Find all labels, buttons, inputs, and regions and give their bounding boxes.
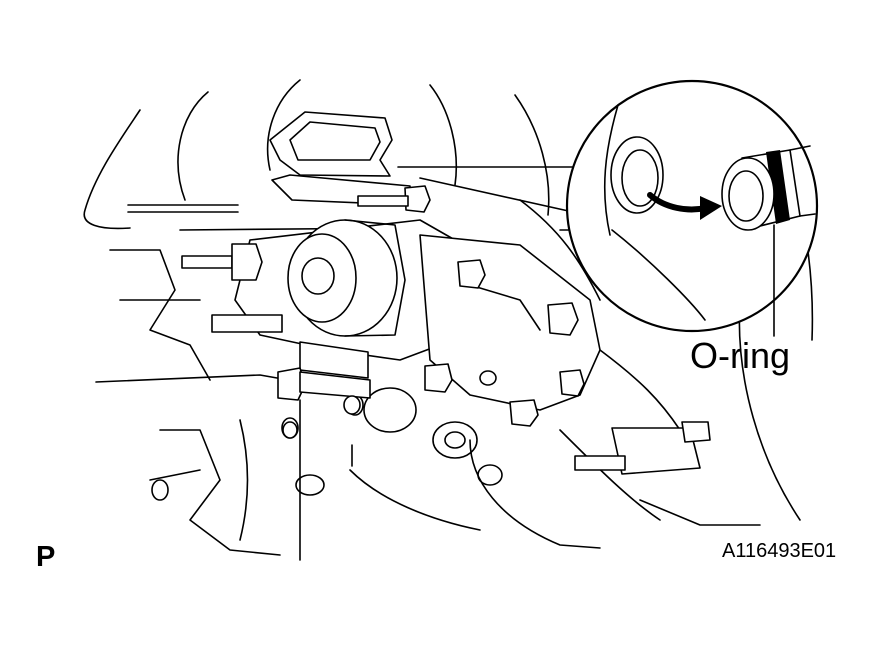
bracket-plate	[269, 111, 411, 206]
water-pump	[234, 219, 601, 411]
install-direction-arrow-icon	[647, 192, 722, 220]
o-ring-callout-label: O-ring	[690, 335, 791, 376]
bolts-and-studs	[181, 185, 711, 475]
view-label: P	[36, 541, 56, 573]
o-ring-detail-magnifier	[565, 79, 819, 337]
figure-id: A116493E01	[722, 540, 837, 562]
